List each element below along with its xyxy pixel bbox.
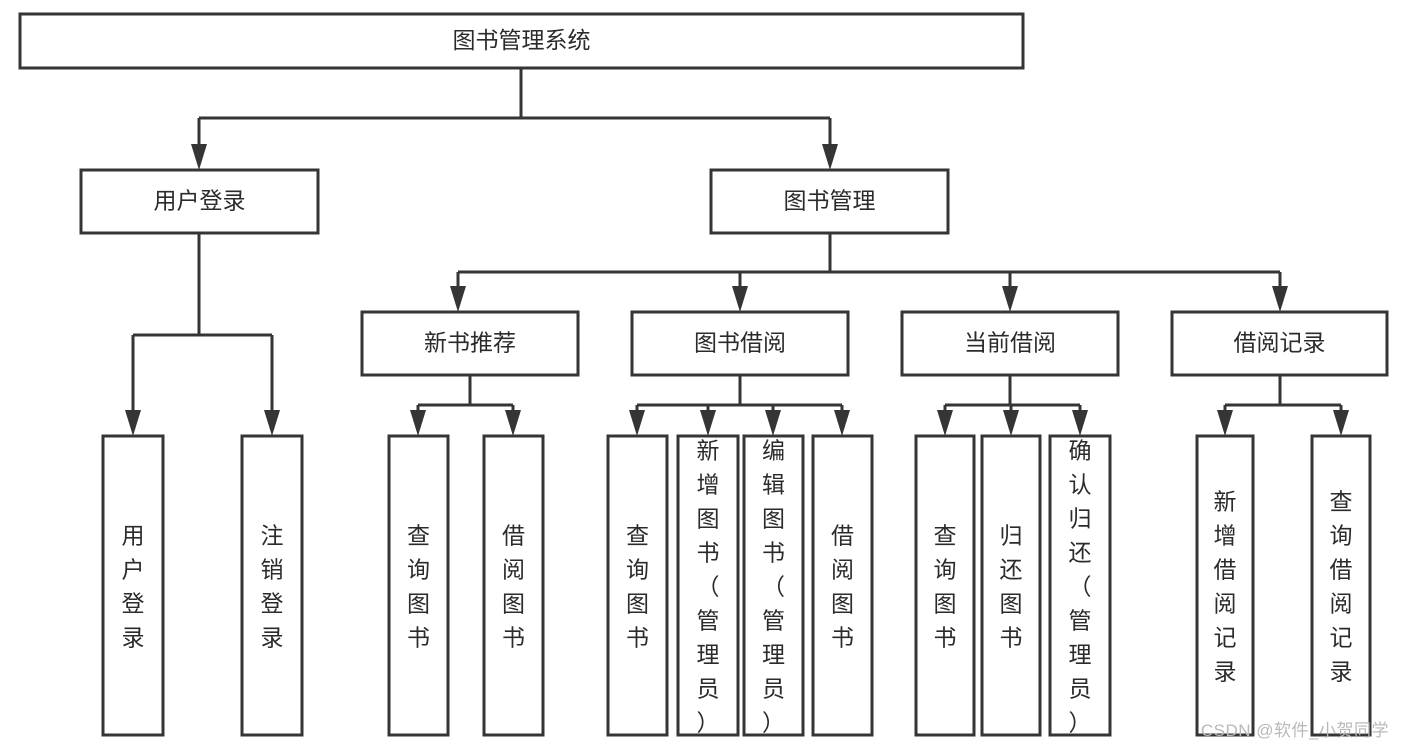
node-label: 用户登录 [122, 523, 145, 651]
node-leaf-user-login[interactable]: 用户登录 [101, 434, 165, 737]
node-records[interactable]: 借阅记录 [1170, 310, 1389, 377]
arrow-head-icon [822, 144, 838, 170]
node-leaf-borrow-book[interactable]: 借阅图书 [811, 434, 874, 737]
node-label: 编辑图书（管理员） [762, 438, 785, 736]
node-box [676, 434, 740, 737]
arrow-head-icon [732, 286, 748, 312]
node-leaf-user-logout[interactable]: 注销登录 [240, 434, 304, 737]
node-leaf-query-record[interactable]: 查询借阅记录 [1310, 434, 1372, 737]
arrow-head-icon [450, 286, 466, 312]
node-newbook[interactable]: 新书推荐 [360, 310, 580, 377]
node-label: 确认归还（管理员） [1069, 438, 1092, 736]
arrow-head-icon [191, 144, 207, 170]
node-leaf-confirm-return[interactable]: 确认归还（管理员） [1048, 434, 1112, 737]
node-box [914, 434, 976, 737]
node-box [709, 168, 950, 235]
node-leaf-borrow-book-new[interactable]: 借阅图书 [482, 434, 545, 737]
node-login[interactable]: 用户登录 [79, 168, 320, 235]
node-label: 新增图书（管理员） [697, 438, 720, 736]
node-box [811, 434, 874, 737]
arrow-head-icon [1272, 286, 1288, 312]
node-label: 归还图书 [1000, 523, 1023, 651]
node-box [482, 434, 545, 737]
node-label: 借阅记录 [1234, 330, 1326, 356]
node-label: 借阅图书 [831, 523, 854, 651]
node-leaf-add-record[interactable]: 新增借阅记录 [1195, 434, 1255, 737]
node-label: 用户登录 [154, 188, 246, 214]
node-box [79, 168, 320, 235]
arrow-head-icon [629, 410, 645, 436]
node-label: 查询图书 [626, 523, 649, 651]
node-box [980, 434, 1042, 737]
node-box [630, 310, 850, 377]
arrow-head-icon [1217, 410, 1233, 436]
arrow-heads [125, 144, 1349, 436]
node-label: 新增借阅记录 [1214, 489, 1237, 685]
node-label: 图书借阅 [694, 330, 786, 356]
node-box [1170, 310, 1389, 377]
connector-lines [131, 68, 1343, 410]
node-box [387, 434, 450, 737]
node-box [101, 434, 165, 737]
node-box [240, 434, 304, 737]
node-leaf-edit-book[interactable]: 编辑图书（管理员） [742, 434, 805, 737]
node-leaf-add-book[interactable]: 新增图书（管理员） [676, 434, 740, 737]
arrow-head-icon [1003, 410, 1019, 436]
node-box [900, 310, 1120, 377]
node-leaf-query-book-new[interactable]: 查询图书 [387, 434, 450, 737]
node-label: 查询图书 [934, 523, 957, 651]
arrow-head-icon [937, 410, 953, 436]
node-label: 查询图书 [407, 523, 430, 651]
node-label: 注销登录 [261, 523, 284, 651]
arrow-head-icon [125, 410, 141, 436]
node-leaf-query-book-borrow[interactable]: 查询图书 [606, 434, 669, 737]
node-label: 新书推荐 [424, 330, 516, 356]
node-root[interactable]: 图书管理系统 [18, 12, 1025, 70]
arrow-head-icon [505, 410, 521, 436]
node-box [360, 310, 580, 377]
node-box [18, 12, 1025, 70]
node-label: 当前借阅 [964, 330, 1056, 356]
node-bookmgmt[interactable]: 图书管理 [709, 168, 950, 235]
node-box [1195, 434, 1255, 737]
node-leaf-return-book[interactable]: 归还图书 [980, 434, 1042, 737]
node-label: 借阅图书 [502, 523, 525, 651]
node-box [1310, 434, 1372, 737]
node-leaf-query-book-current[interactable]: 查询图书 [914, 434, 976, 737]
node-label: 图书管理 [784, 188, 876, 214]
node-box [1048, 434, 1112, 737]
arrow-head-icon [700, 410, 716, 436]
arrow-head-icon [1333, 410, 1349, 436]
arrow-head-icon [1002, 286, 1018, 312]
arrow-head-icon [410, 410, 426, 436]
node-label: 图书管理系统 [453, 27, 591, 53]
arrow-head-icon [834, 410, 850, 436]
arrow-head-icon [765, 410, 781, 436]
arrow-head-icon [264, 410, 280, 436]
node-current[interactable]: 当前借阅 [900, 310, 1120, 377]
diagram-nodes: 图书管理系统用户登录图书管理新书推荐图书借阅当前借阅借阅记录用户登录注销登录查询… [18, 12, 1389, 737]
arrow-head-icon [1072, 410, 1088, 436]
node-label: 查询借阅记录 [1330, 489, 1353, 685]
node-borrow[interactable]: 图书借阅 [630, 310, 850, 377]
node-box [606, 434, 669, 737]
node-box [742, 434, 805, 737]
